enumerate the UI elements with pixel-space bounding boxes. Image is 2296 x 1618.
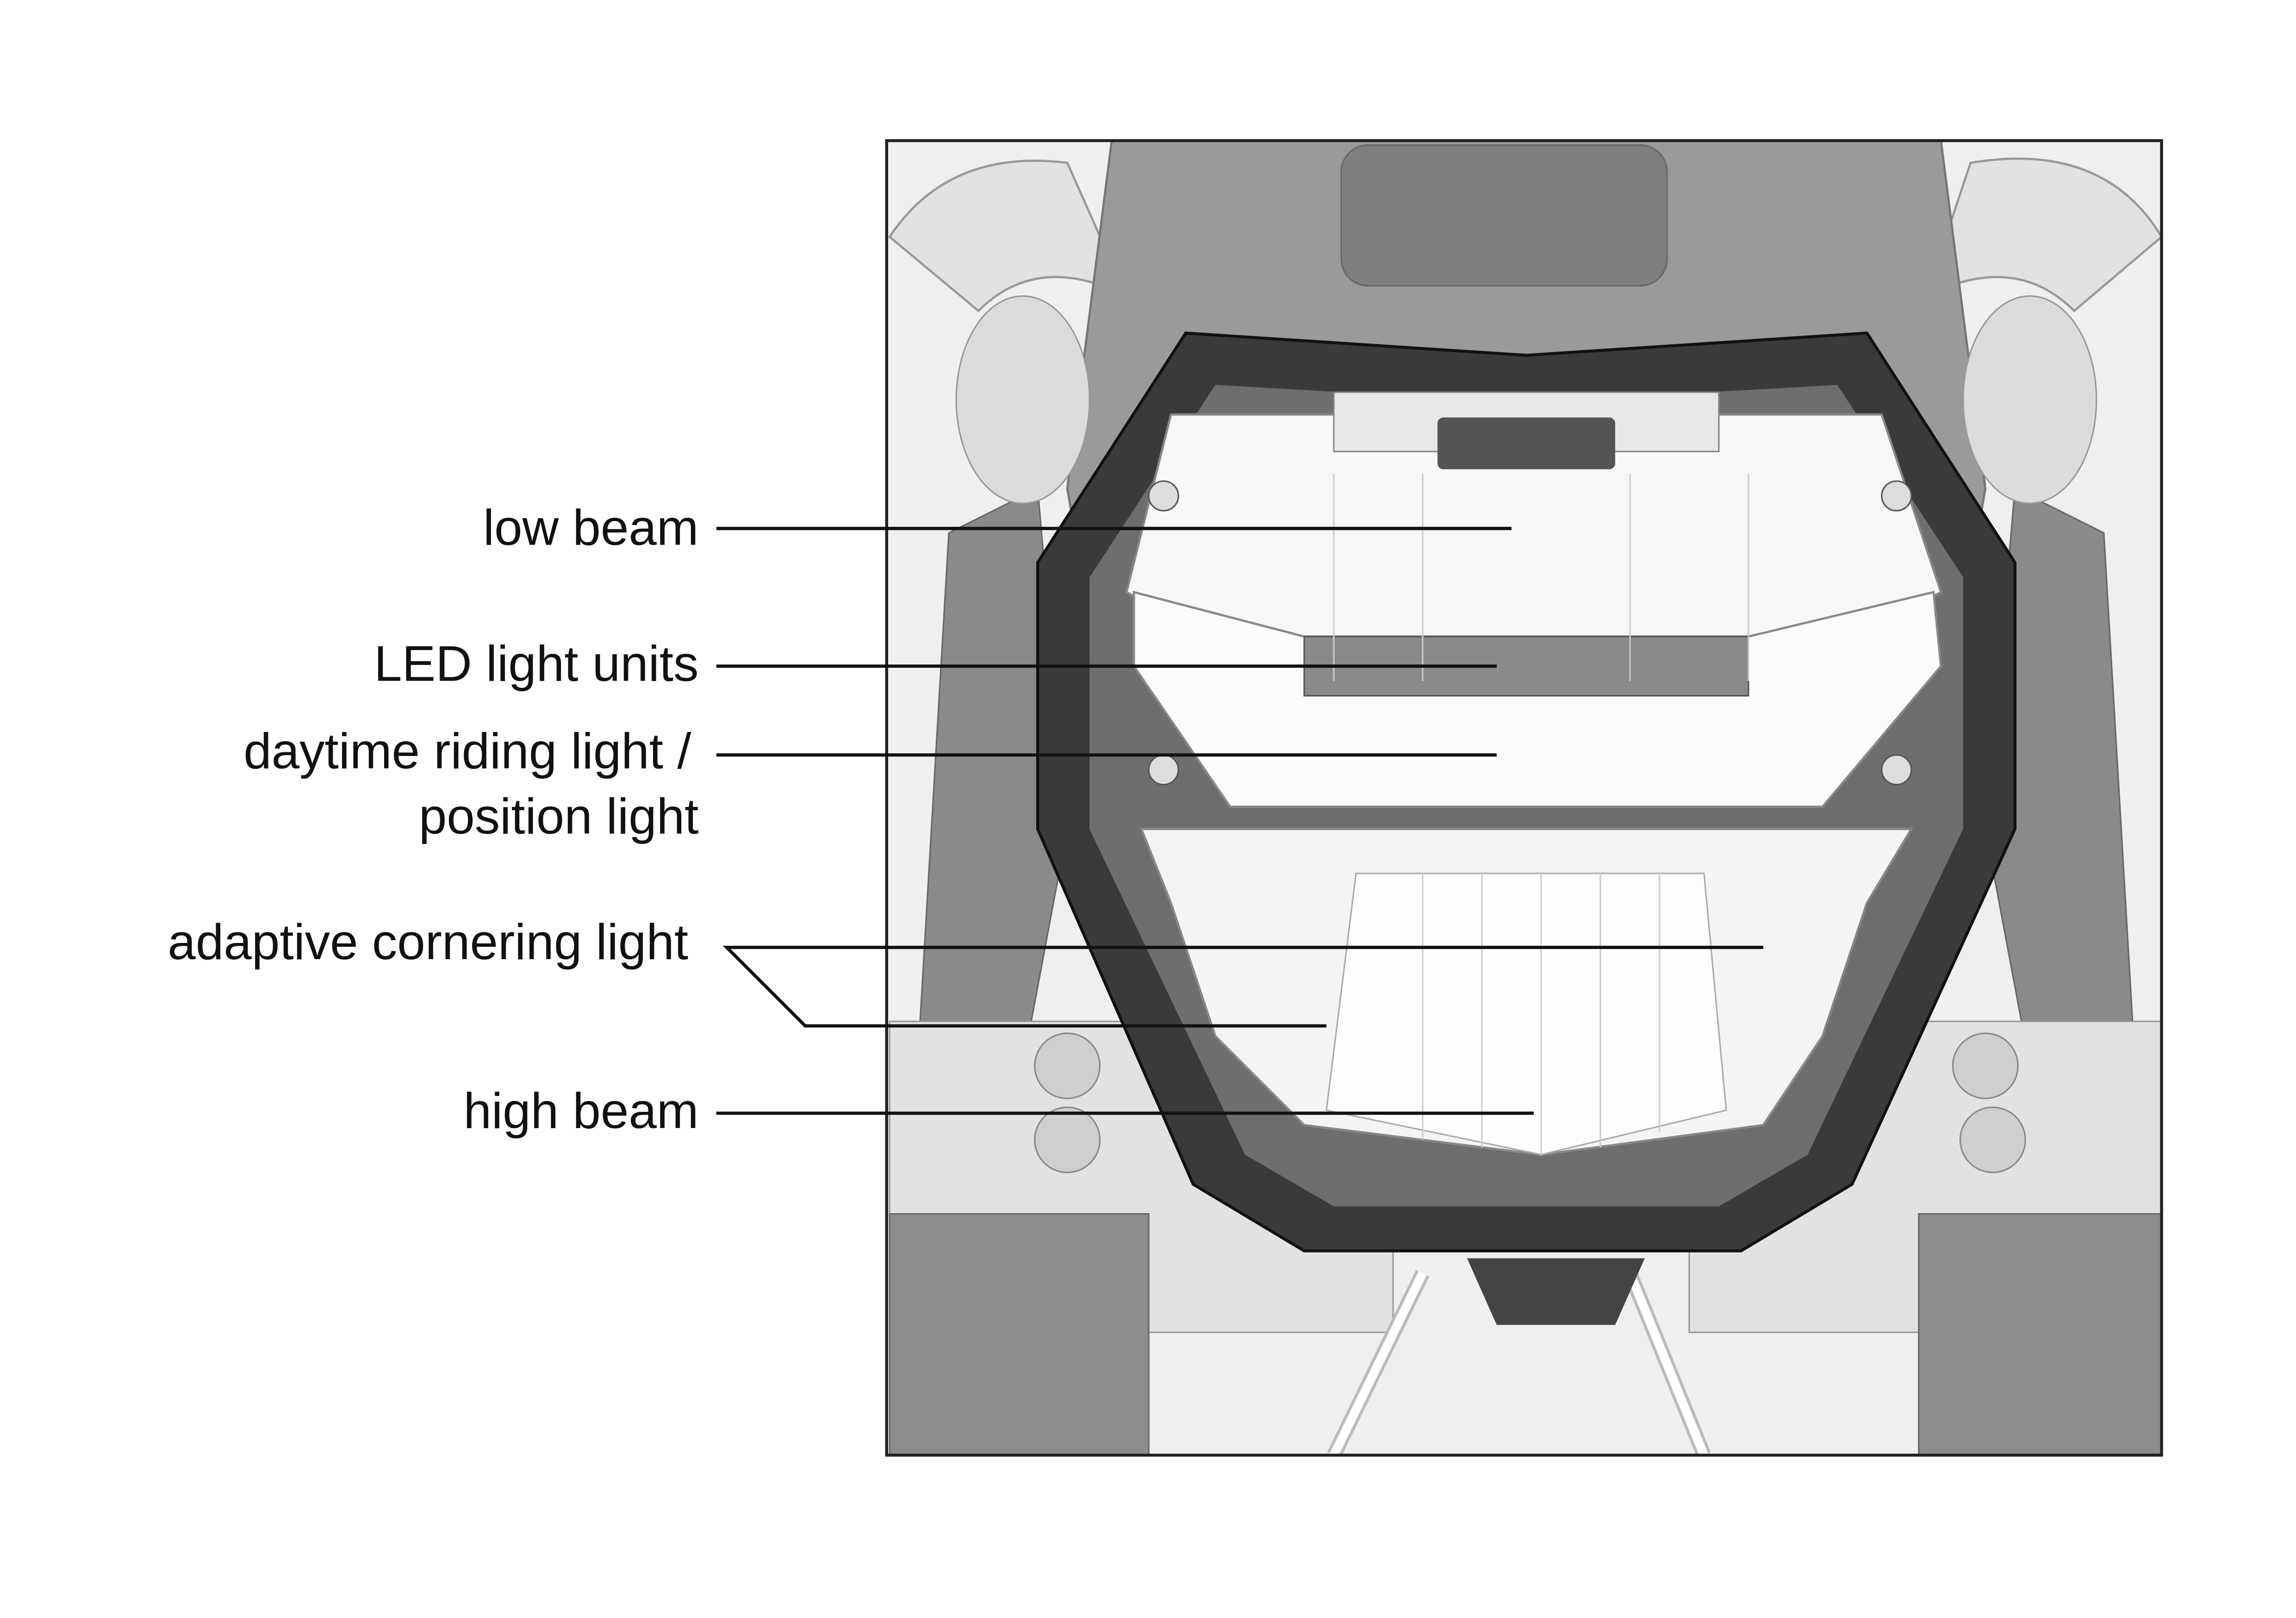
label-low-beam: low beam	[483, 500, 699, 556]
label-adaptive-cornering-light: adaptive cornering light	[168, 914, 688, 970]
leader-adaptive-cornering-light	[722, 946, 1763, 1028]
label-high-beam: high beam	[464, 1083, 699, 1139]
illustration-frame	[885, 139, 2163, 1457]
label-daytime-riding-light: daytime riding light /	[243, 724, 691, 780]
motorcycle-front-illustration	[886, 140, 2162, 1456]
label-led-light-units: LED light units	[374, 636, 698, 692]
label-position-light: position light	[419, 788, 699, 844]
